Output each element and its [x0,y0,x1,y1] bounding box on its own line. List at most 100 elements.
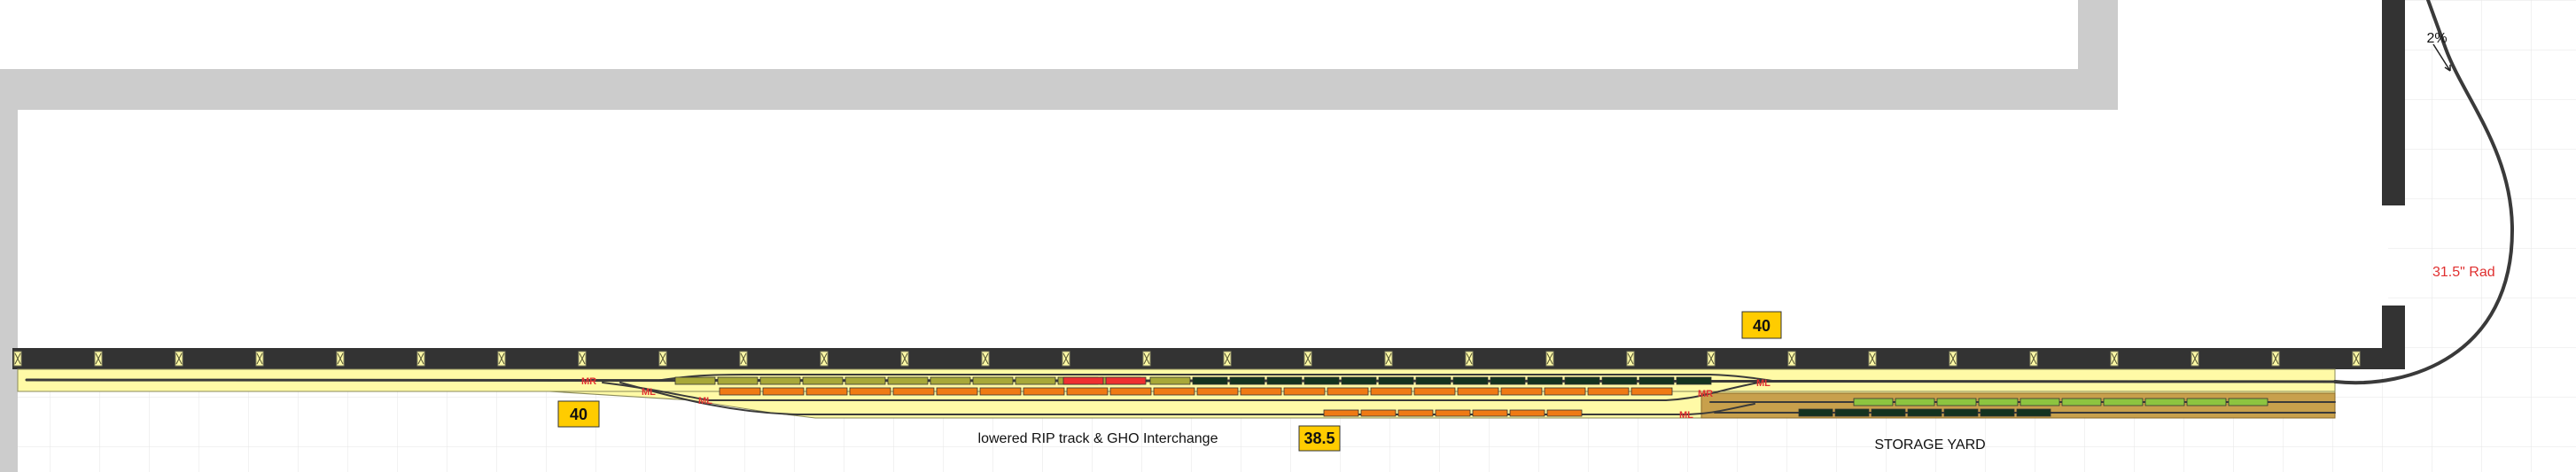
car-strings [674,376,2269,417]
freight-car [1341,376,1377,385]
freight-car [719,387,761,396]
fascia-post-mark [14,352,21,365]
freight-car [1415,376,1451,385]
fascia-post-mark [417,352,424,365]
freight-car [1472,409,1508,417]
freight-car [1196,387,1239,396]
freight-car [1370,387,1413,396]
fascia-main [12,348,2387,369]
freight-car [1304,376,1340,385]
freight-car [1500,387,1543,396]
elevation-badge-main-right: 40 [1741,311,1782,339]
fascia-post-mark [2191,352,2199,365]
grade-arrow [2432,43,2451,72]
freight-car [1490,376,1526,385]
svg-text:40: 40 [570,406,588,423]
freight-car [1798,408,1833,417]
freight-car [1980,408,2015,417]
fascia-post-mark [901,352,908,365]
fascia-post-mark [982,352,989,365]
fascia-post-mark [1143,352,1150,365]
freight-car [936,387,978,396]
freight-car [759,376,801,385]
freight-car [849,387,891,396]
freight-car [1544,387,1586,396]
freight-car [1907,408,1942,417]
freight-car [1630,387,1673,396]
freight-car [1895,398,1935,406]
track-curve [2333,0,2515,385]
freight-car [1413,387,1456,396]
freight-car [1871,408,1906,417]
freight-car [674,376,716,385]
freight-car [2144,398,2185,406]
freight-car [2061,398,2102,406]
freight-car [1378,376,1414,385]
fascia-post-mark [1385,352,1392,365]
freight-car [1564,376,1600,385]
elevation-badge-main-left: 40 [557,400,600,428]
fascia-post-mark [175,352,183,365]
freight-car [1978,398,2019,406]
freight-car [1397,409,1434,417]
fascia-post-mark [95,352,102,365]
fascia-post-mark [1627,352,1634,365]
label-radius: 31.5" Rad [2432,265,2495,280]
freight-car [2103,398,2144,406]
freight-car [762,387,805,396]
turnout-label-5: ML [1756,378,1771,389]
freight-car [2186,398,2227,406]
label-storage-yard: STORAGE YARD [1874,437,1985,453]
freight-car [1936,398,1977,406]
fascia-post-mark [337,352,344,365]
freight-car [1327,387,1369,396]
freight-car [1587,387,1630,396]
freight-car [930,376,971,385]
turnout-label-6: ML [1679,410,1693,421]
freight-car [2228,398,2269,406]
freight-car [1943,408,1979,417]
fascia-post-mark [1708,352,1715,365]
freight-car [892,387,935,396]
freight-car [1360,409,1397,417]
freight-car [1066,387,1109,396]
fascia-right-upper [2382,0,2405,205]
freight-car [802,376,844,385]
grade-arrowhead [2444,65,2451,72]
fascia-post-mark [2030,352,2037,365]
freight-car [717,376,759,385]
freight-car [2020,398,2060,406]
freight-car [2016,408,2051,417]
turnout-label-1: MR [581,376,596,387]
freight-car [1023,387,1065,396]
fascia-post-mark [1062,352,1070,365]
fascia-posts [13,351,2361,367]
turnout-label-4: MR [1698,389,1713,399]
freight-car [1153,387,1195,396]
label-interchange: lowered RIP track & GHO Interchange [978,431,1218,446]
freight-car [1676,376,1712,385]
fascia-post-mark [498,352,505,365]
wall-corner [2078,0,2118,110]
freight-car [1834,408,1870,417]
fascia-post-mark [2272,352,2279,365]
fascia-post-mark [659,352,666,365]
freight-car [1853,398,1894,406]
freight-car [1283,387,1326,396]
freight-car [972,376,1014,385]
freight-car [1109,387,1152,396]
freight-car [1229,376,1265,385]
svg-text:40: 40 [1753,317,1771,335]
fascia-post-mark [256,352,263,365]
freight-car [1452,376,1489,385]
fascia-post-mark [821,352,828,365]
fascia-post-mark [579,352,586,365]
fascia-post-mark [740,352,747,365]
freight-car [1601,376,1638,385]
freight-car [887,376,929,385]
fascia-post-mark [2353,352,2360,365]
freight-car [1527,376,1563,385]
freight-car [1192,376,1228,385]
fascia-post-mark [2111,352,2118,365]
